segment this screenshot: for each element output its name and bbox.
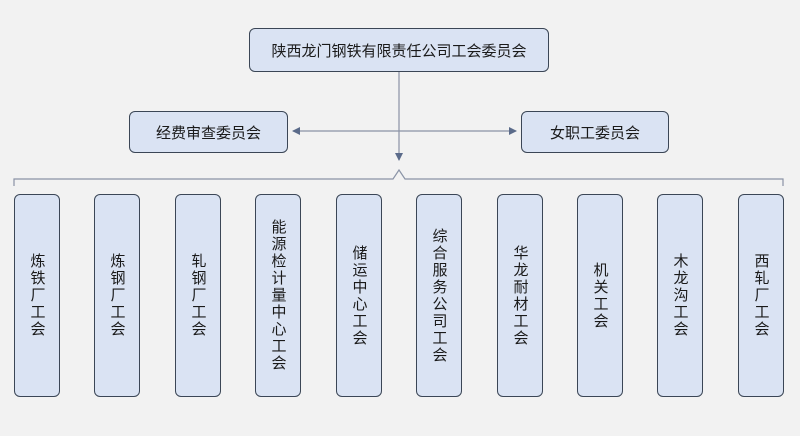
union-box-rolling: 轧钢厂工会: [175, 194, 221, 397]
union-box-general-services: 综合服务公司工会: [416, 194, 462, 397]
union-label: 炼钢厂工会: [108, 253, 127, 338]
union-label: 综合服务公司工会: [430, 227, 449, 364]
union-label: 能源检计量中心工会: [269, 219, 288, 372]
union-box-storage-transport: 储运中心工会: [336, 194, 382, 397]
women-committee-label: 女职工委员会: [549, 123, 640, 142]
union-box-energy-metering: 能源检计量中心工会: [255, 194, 301, 397]
union-label: 西轧厂工会: [752, 253, 771, 338]
union-box-mulonggou: 木龙沟工会: [657, 194, 703, 397]
union-box-administration: 机关工会: [577, 194, 623, 397]
union-box-ironmaking: 炼铁厂工会: [14, 194, 60, 397]
union-label: 机关工会: [591, 261, 610, 330]
union-brace: [13, 168, 784, 186]
union-label: 储运中心工会: [350, 244, 369, 347]
union-label: 轧钢厂工会: [189, 253, 208, 338]
audit-committee-label: 经费审查委员会: [155, 123, 261, 142]
union-label: 炼铁厂工会: [28, 253, 47, 338]
root-org-box: 陕西龙门钢铁有限责任公司工会委员会: [249, 28, 549, 72]
union-box-steelmaking: 炼钢厂工会: [94, 194, 140, 397]
women-committee-box: 女职工委员会: [521, 111, 669, 153]
audit-committee-box: 经费审查委员会: [129, 111, 288, 153]
union-box-hualong-refractory: 华龙耐材工会: [497, 194, 543, 397]
union-box-west-rolling: 西轧厂工会: [738, 194, 784, 397]
union-label: 木龙沟工会: [671, 253, 690, 338]
union-label: 华龙耐材工会: [511, 244, 530, 347]
root-org-label: 陕西龙门钢铁有限责任公司工会委员会: [271, 41, 527, 60]
